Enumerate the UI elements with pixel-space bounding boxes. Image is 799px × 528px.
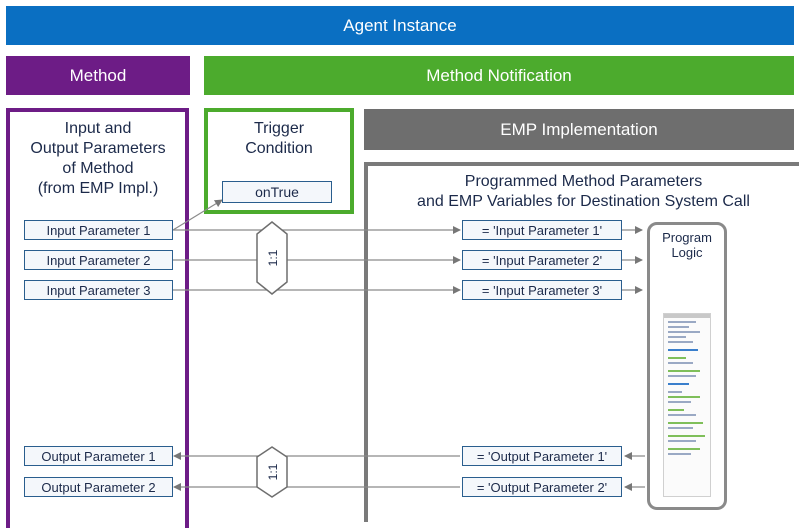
emp-implementation-banner: EMP Implementation — [364, 109, 794, 150]
agent-instance-banner: Agent Instance — [6, 6, 794, 45]
output-parameter-label: Output Parameter 1 — [41, 448, 156, 464]
method-parameters-title: Input and Output Parameters of Method (f… — [10, 119, 186, 199]
output-parameter-box: Output Parameter 2 — [24, 477, 173, 497]
input-parameter-label: Input Parameter 1 — [46, 222, 151, 238]
program-logic-line: Program — [662, 230, 712, 245]
title-line: Input and — [64, 120, 132, 137]
method-label: Method — [69, 65, 127, 85]
output-parameter-label: Output Parameter 2 — [41, 479, 156, 495]
emp-input-variable-box: = 'Input Parameter 3' — [462, 280, 622, 300]
input-mapping-label: 1:1 — [266, 249, 280, 266]
emp-implementation-label: EMP Implementation — [500, 119, 658, 139]
trigger-condition-frame — [204, 108, 354, 214]
emp-output-variable-box: = 'Output Parameter 1' — [462, 446, 622, 466]
title-line: of Method — [62, 160, 134, 177]
emp-output-variable-label: = 'Output Parameter 2' — [476, 479, 608, 495]
program-logic-line: Logic — [671, 245, 703, 260]
input-mapping-hexagon — [256, 221, 288, 295]
method-notification-banner: Method Notification — [204, 56, 794, 95]
trigger-link-line — [172, 199, 223, 231]
output-mapping-label: 1:1 — [266, 463, 280, 480]
title-line: and EMP Variables for Destination System… — [417, 193, 750, 210]
emp-input-variable-label: = 'Input Parameter 1' — [481, 222, 603, 238]
title-line: Condition — [245, 140, 313, 157]
title-line: (from EMP Impl.) — [37, 180, 159, 197]
input-parameter-box: Input Parameter 1 — [24, 220, 173, 240]
input-parameter-box: Input Parameter 3 — [24, 280, 173, 300]
trigger-condition-value: onTrue — [255, 184, 299, 200]
input-parameter-label: Input Parameter 3 — [46, 282, 151, 298]
emp-output-variable-label: = 'Output Parameter 1' — [476, 448, 608, 464]
trigger-condition-title: Trigger Condition — [208, 119, 350, 159]
program-logic-title: Program Logic — [647, 230, 727, 260]
title-line: Programmed Method Parameters — [464, 173, 703, 190]
emp-input-variable-box: = 'Input Parameter 2' — [462, 250, 622, 270]
output-parameter-box: Output Parameter 1 — [24, 446, 173, 466]
method-parameters-frame — [6, 108, 189, 528]
emp-parameters-title: Programmed Method Parameters and EMP Var… — [368, 172, 799, 212]
title-line: Output Parameters — [30, 140, 166, 157]
input-parameter-box: Input Parameter 2 — [24, 250, 173, 270]
emp-input-variable-box: = 'Input Parameter 1' — [462, 220, 622, 240]
connector-lines: 1:1 1:1 — [172, 199, 645, 498]
code-preview-image — [663, 313, 711, 497]
input-parameter-label: Input Parameter 2 — [46, 252, 151, 268]
emp-output-variable-box: = 'Output Parameter 2' — [462, 477, 622, 497]
agent-instance-label: Agent Instance — [343, 15, 457, 35]
emp-input-variable-label: = 'Input Parameter 3' — [481, 282, 603, 298]
title-line: Trigger — [253, 120, 305, 137]
emp-parameters-frame — [364, 162, 799, 522]
emp-input-variable-label: = 'Input Parameter 2' — [481, 252, 603, 268]
method-notification-label: Method Notification — [426, 65, 572, 85]
method-banner: Method — [6, 56, 190, 95]
output-mapping-hexagon — [256, 446, 288, 498]
trigger-condition-box: onTrue — [222, 181, 332, 203]
